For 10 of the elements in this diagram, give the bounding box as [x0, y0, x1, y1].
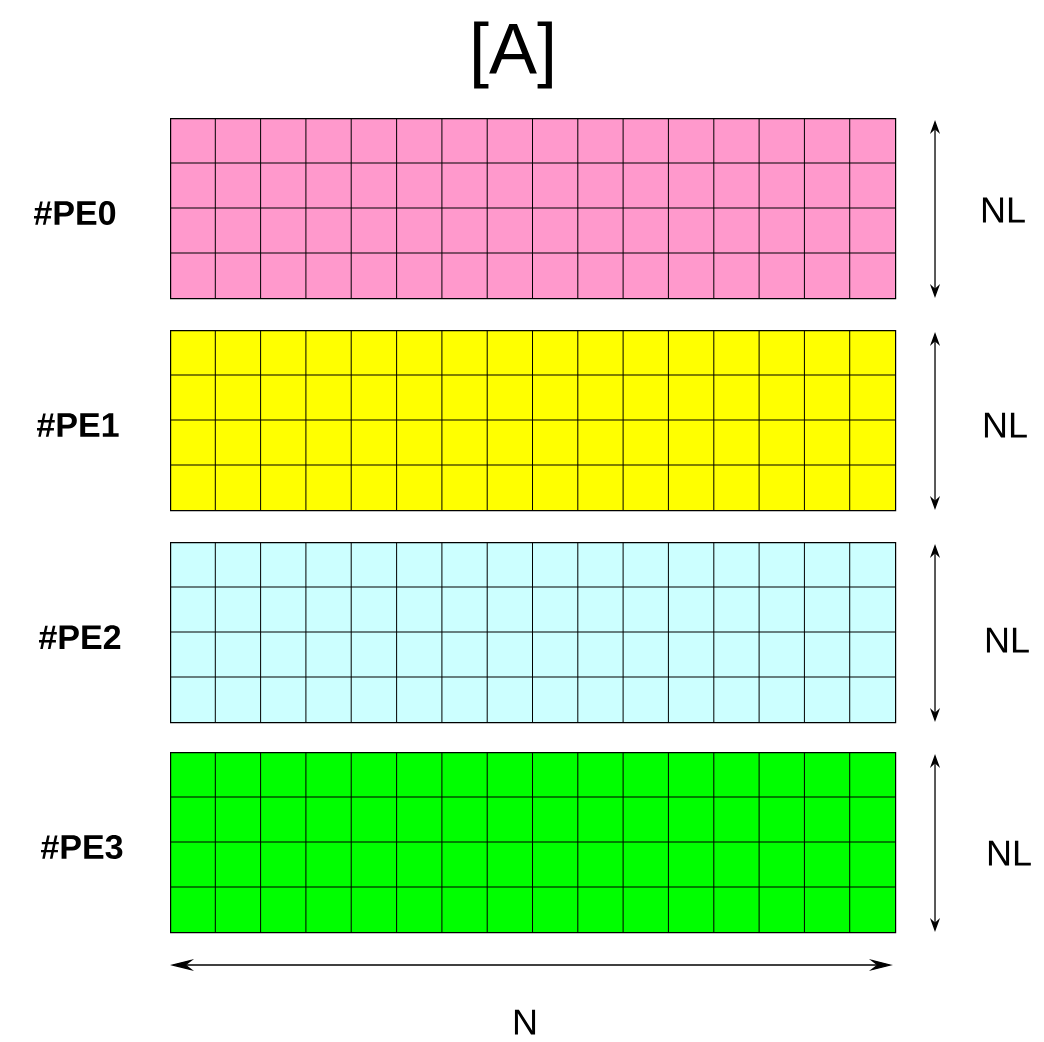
block-label: #PE3 [41, 834, 123, 860]
dimension-label: NL [982, 197, 1025, 223]
block-label: #PE1 [37, 413, 119, 437]
dimension-label: NL [988, 840, 1031, 866]
dimension-label: N [514, 1009, 536, 1035]
block-label: #PE0 [34, 200, 116, 226]
block-label: #PE2 [39, 625, 121, 649]
title: [A] [474, 21, 552, 89]
dimension-label: NL [984, 412, 1027, 438]
dimension-label: NL [986, 627, 1029, 653]
